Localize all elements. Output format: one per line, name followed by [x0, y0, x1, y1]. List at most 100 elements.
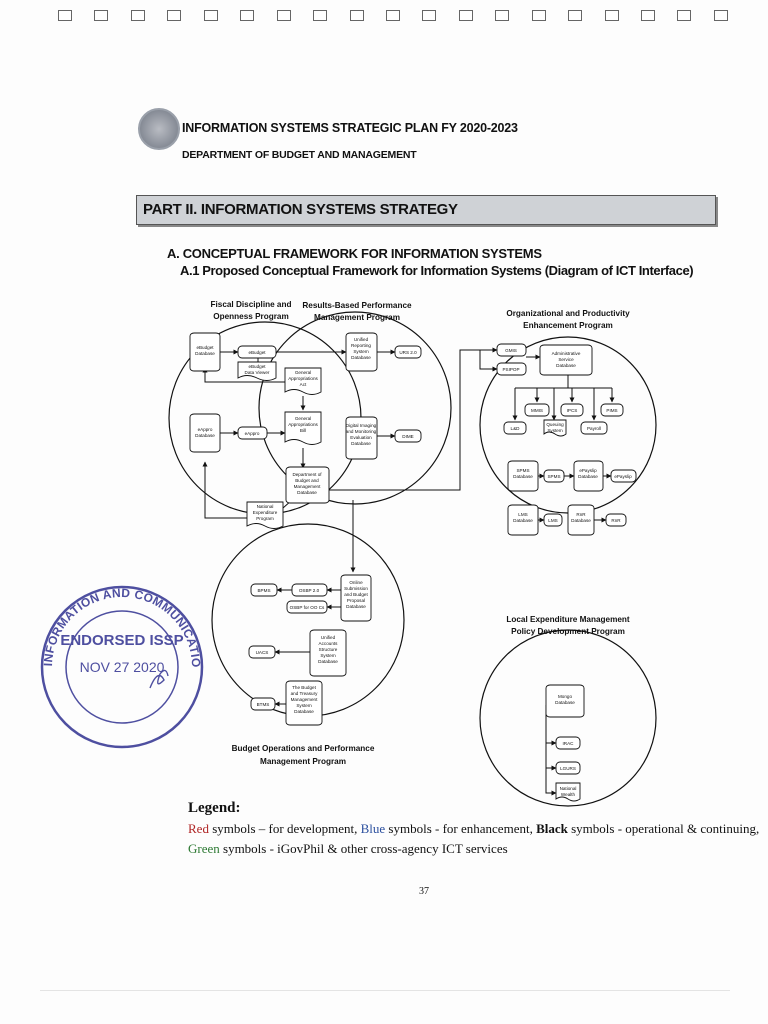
- binder-hole: [349, 10, 364, 21]
- svg-text:OSBP for OO Cs: OSBP for OO Cs: [290, 605, 325, 610]
- binder-hole: [458, 10, 473, 21]
- page-number: 37: [419, 886, 429, 897]
- legend-blue-word: Blue: [360, 821, 386, 836]
- binder-hole: [677, 10, 692, 21]
- svg-text:ePayslip: ePayslip: [614, 474, 632, 479]
- osbp-ocs-node: OSBP for OO Cs: [286, 600, 328, 614]
- legend-red-text: symbols – for development,: [208, 821, 361, 836]
- lgurs-node: LGURS: [555, 761, 581, 775]
- uacs-node: UACS: [248, 645, 276, 659]
- svg-text:RnR: RnR: [611, 518, 621, 523]
- document-title: INFORMATION SYSTEMS STRATEGIC PLAN FY 20…: [182, 121, 518, 135]
- stamp-date: NOV 27 2020: [80, 659, 165, 675]
- svg-text:UACS: UACS: [256, 650, 269, 655]
- legend-green-word: Green: [188, 841, 220, 856]
- local-program-circle: [479, 629, 657, 807]
- legend-red-word: Red: [188, 821, 209, 836]
- endorsement-stamp: DEPARTMENT OF INFORMATION AND COMMUNICAT…: [0, 0, 204, 749]
- lnd-node: L&D: [503, 421, 527, 435]
- connector: [479, 350, 498, 372]
- connector: [545, 705, 557, 796]
- connector: [202, 461, 247, 519]
- svg-text:OSBP 2.0: OSBP 2.0: [299, 588, 320, 593]
- subsection-heading: A.1 Proposed Conceptual Framework for In…: [180, 263, 694, 278]
- svg-text:LMS: LMS: [548, 518, 557, 523]
- rnr-node: RnR: [605, 513, 627, 527]
- osbp-node: OSBP 2.0: [291, 583, 328, 597]
- legend-title: Legend:: [188, 800, 241, 816]
- svg-text:BPMS: BPMS: [257, 588, 270, 593]
- signature-mark: [149, 669, 169, 689]
- dbm-seal-logo: [138, 108, 180, 150]
- lms-node: LMS: [543, 513, 563, 527]
- svg-text:GMIS: GMIS: [505, 348, 517, 353]
- svg-text:DIME: DIME: [402, 434, 413, 439]
- svg-text:BTMS: BTMS: [257, 702, 270, 707]
- binder-hole: [313, 10, 328, 21]
- svg-text:PIMS: PIMS: [606, 408, 617, 413]
- stamp-label: ENDORSED ISSP: [60, 632, 183, 649]
- part-title: PART II. INFORMATION SYSTEMS STRATEGY: [143, 201, 458, 218]
- svg-text:IRAC: IRAC: [563, 741, 575, 746]
- binder-hole: [604, 10, 619, 21]
- binder-hole: [495, 10, 510, 21]
- svg-text:L&D: L&D: [511, 426, 521, 431]
- svg-text:eBudget: eBudget: [248, 350, 266, 355]
- psipop-node: PSIPOP: [496, 362, 527, 376]
- binder-hole: [167, 10, 182, 21]
- svg-text:LGURS: LGURS: [560, 766, 576, 771]
- pims-node: PIMS: [600, 403, 624, 417]
- svg-text:IPCS: IPCS: [567, 408, 578, 413]
- btms-node: BTMS: [250, 697, 276, 711]
- binder-hole: [422, 10, 437, 21]
- payroll-node: Payroll: [580, 421, 608, 435]
- connector: [329, 347, 498, 491]
- binder-holes: [58, 10, 728, 26]
- svg-text:PSIPOP: PSIPOP: [502, 367, 519, 372]
- legend-blue-text: symbols - for enhancement,: [385, 821, 537, 836]
- binder-hole: [203, 10, 218, 21]
- department-name: DEPARTMENT OF BUDGET AND MANAGEMENT: [182, 149, 417, 161]
- irac-node: IRAC: [555, 736, 581, 750]
- ebudget-node: eBudget: [237, 345, 277, 359]
- binder-hole: [58, 10, 72, 21]
- connector: [202, 367, 285, 383]
- legend-green-text: symbols - iGovPhil & other cross-agency …: [219, 841, 508, 856]
- spms-node: SPMS: [543, 469, 565, 483]
- ipcs-node: IPCS: [560, 403, 584, 417]
- svg-text:SPMS: SPMS: [547, 474, 560, 479]
- eappro-node: eAppro: [237, 426, 268, 440]
